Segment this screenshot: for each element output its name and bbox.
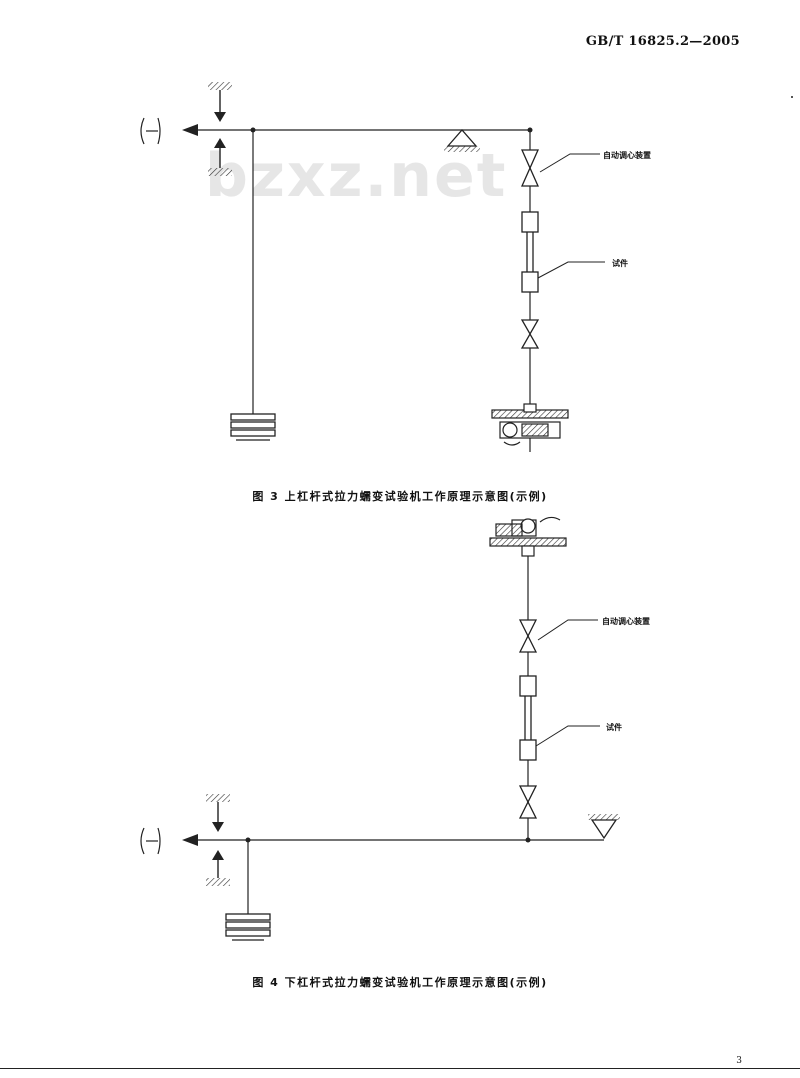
fig4-weight-stack <box>225 913 271 941</box>
fig3-centering-device <box>520 149 540 187</box>
fig3-label-centering-device: 自动调心装置 <box>603 151 651 160</box>
figure-3-caption: 图 3 上杠杆式拉力蠕变试验机工作原理示意图(示例) <box>252 490 548 503</box>
fig4-specimen <box>519 675 537 761</box>
fig4-fulcrum <box>588 814 620 840</box>
figure-4-caption: 图 4 下杠杆式拉力蠕变试验机工作原理示意图(示例) <box>252 976 548 989</box>
page-number: 3 <box>736 1056 742 1066</box>
fig3-lower-stop <box>208 138 232 176</box>
fig4-label-centering-device: 自动调心装置 <box>602 617 650 626</box>
fig4-upper-stop <box>206 794 230 832</box>
fig3-lower-joint <box>520 319 540 349</box>
fig3-lever-arrow <box>182 124 198 136</box>
fig4-lower-stop <box>206 850 230 886</box>
fig3-drive-assembly <box>491 403 569 452</box>
standard-number: GB/T 16825.2—2005 <box>585 34 740 49</box>
fig3-weight-stack <box>230 413 276 441</box>
fig4-dial-indicator <box>140 827 161 855</box>
footer-rule <box>0 1068 800 1069</box>
fig4-drive-assembly <box>489 516 567 557</box>
fig4-centering-device <box>518 619 538 653</box>
fig4-label-specimen: 试件 <box>606 723 622 732</box>
fig3-specimen <box>521 211 539 293</box>
fig3-dial-indicator <box>140 117 161 145</box>
scan-speck <box>791 96 793 98</box>
fig3-upper-stop <box>208 82 232 122</box>
fig3-fulcrum <box>444 129 480 152</box>
fig3-label-specimen: 试件 <box>612 259 628 268</box>
fig4-lever-arrow <box>182 834 198 846</box>
fig4-lower-joint <box>518 785 538 819</box>
